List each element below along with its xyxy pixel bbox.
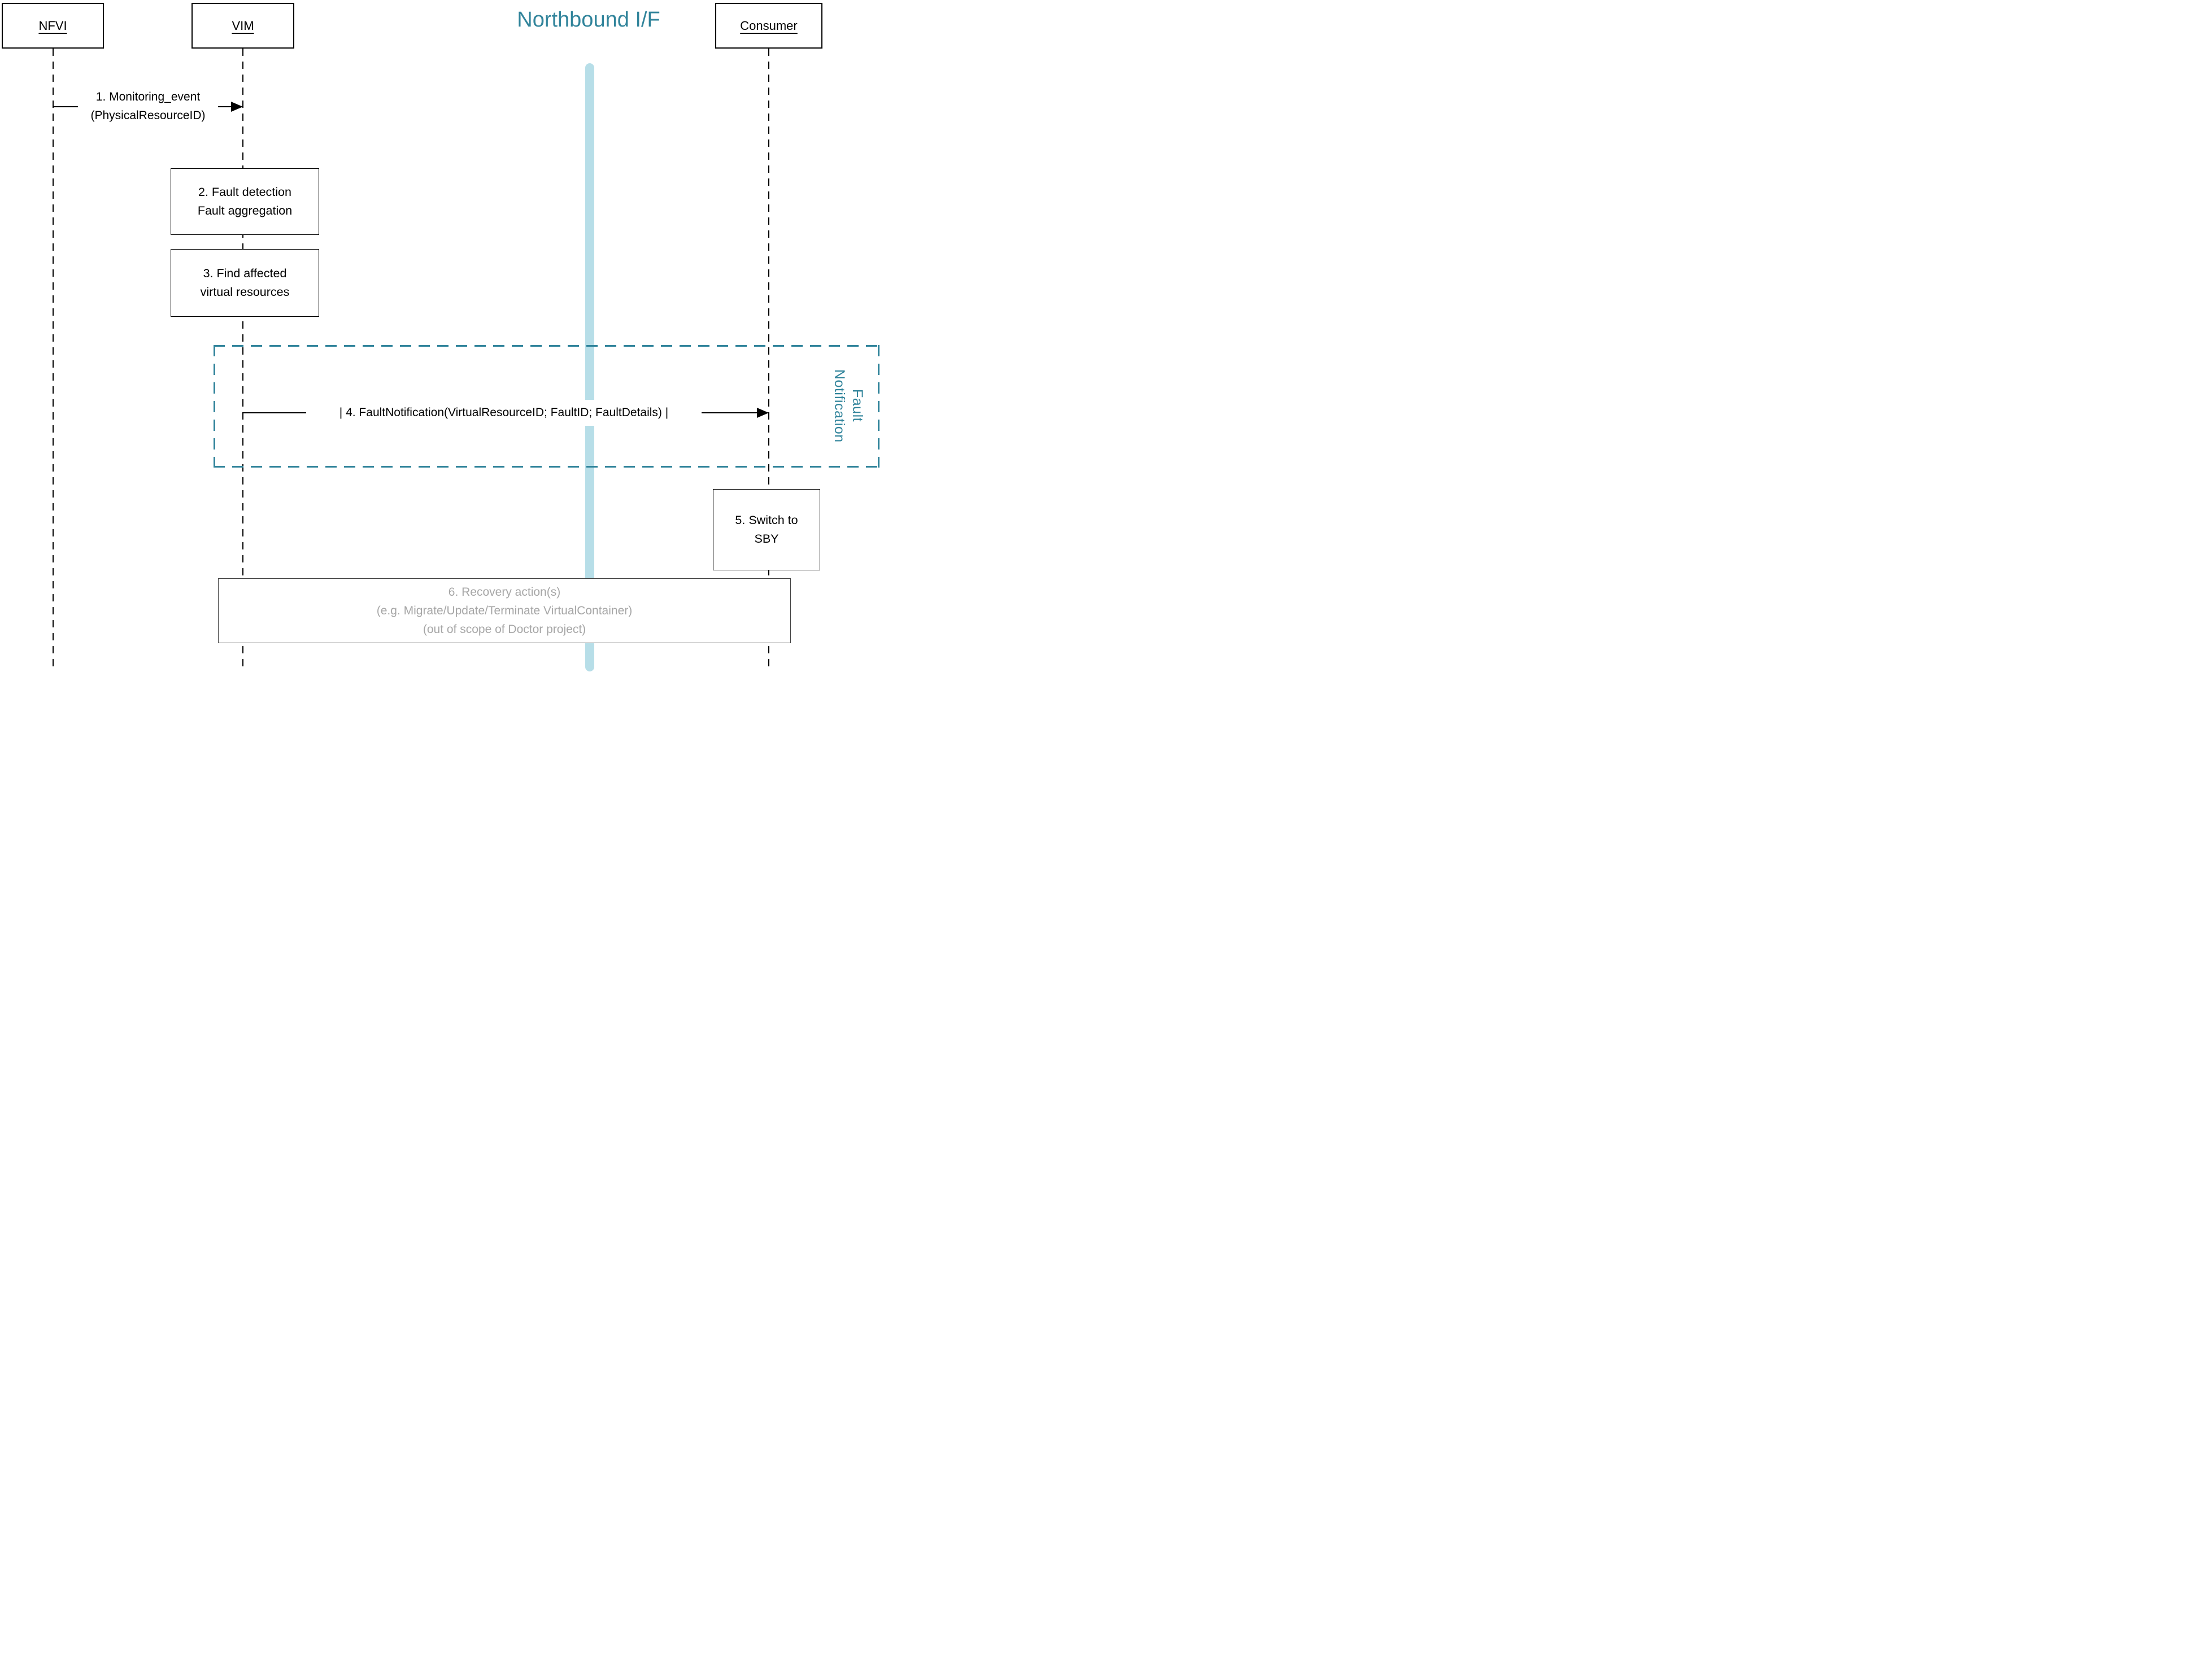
activity-box-3-line1: 3. Find affected [203,267,287,280]
activity-box-fault-detection: 2. Fault detection Fault aggregation [171,168,319,235]
actor-box-nfvi: NFVI [2,3,104,49]
message-4-label: | 4. FaultNotification(VirtualResourceID… [306,400,702,426]
activity-box-5-line1: 5. Switch to [735,513,798,527]
northbound-title: Northbound I/F [517,8,660,32]
actor-box-consumer: Consumer [715,3,822,49]
message-4-arrowhead-icon [757,408,769,418]
recovery-actions-box: 6. Recovery action(s) (e.g. Migrate/Upda… [218,578,791,643]
activity-box-find-affected: 3. Find affected virtual resources [171,249,319,317]
message-1-label-line1: 1. Monitoring_event [95,90,201,103]
activity-box-3-line2: virtual resources [200,285,290,299]
actor-label-nfvi: NFVI [38,18,67,33]
activity-box-switch-to-sby: 5. Switch to SBY [713,489,820,570]
message-1-label-line2: (PhysicalResourceID) [90,109,206,122]
message-1-label: 1. Monitoring_event (PhysicalResourceID) [78,88,218,125]
activity-box-5-line2: SBY [754,532,779,546]
nfvi-lifeline [53,49,54,670]
activity-box-2-line2: Fault aggregation [197,204,293,217]
recovery-actions-line3: (out of scope of Doctor project) [423,623,586,636]
actor-label-vim: VIM [232,18,254,33]
message-1-arrowhead-icon [231,102,243,112]
region-label-line-notification: Notification [831,369,847,443]
actor-box-vim: VIM [191,3,294,49]
recovery-actions-line2: (e.g. Migrate/Update/Terminate VirtualCo… [376,604,633,617]
activity-box-2-line1: 2. Fault detection [198,185,291,199]
actor-label-consumer: Consumer [740,18,798,33]
sequence-diagram: Fault Notification NFVI VIM Consumer Nor… [0,0,881,672]
region-label-line-fault: Fault [850,389,865,422]
fault-notification-region-label: Fault Notification [830,347,867,465]
recovery-actions-line1: 6. Recovery action(s) [448,586,561,599]
